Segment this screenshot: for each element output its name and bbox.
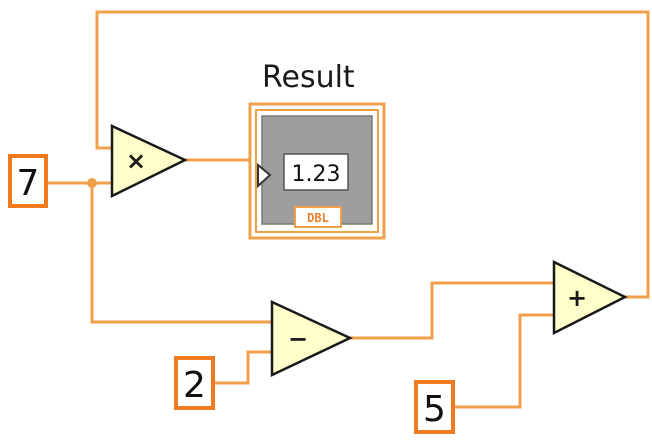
result-indicator[interactable]: 1.23 DBL [248, 102, 386, 240]
result-input-terminal-icon [257, 162, 272, 189]
multiply-symbol: × [126, 147, 146, 175]
constant-7-value: 7 [17, 163, 40, 204]
subtract-symbol: − [288, 325, 308, 353]
wire-subtract-to-add[interactable] [350, 281, 554, 340]
subtract-node[interactable]: − [270, 300, 353, 377]
add-symbol: + [567, 284, 587, 312]
add-node[interactable]: + [552, 259, 628, 336]
result-type-tag: DBL [307, 211, 329, 225]
wire-junction-to-subtract[interactable] [90, 183, 272, 324]
result-value: 1.23 [292, 162, 341, 187]
multiply-node[interactable]: × [110, 124, 188, 199]
constant-2-value: 2 [183, 365, 206, 406]
constant-5-value: 5 [423, 389, 446, 430]
wire-2-to-subtract[interactable] [213, 350, 272, 385]
wire-5-to-add[interactable] [453, 313, 554, 409]
constant-5[interactable]: 5 [414, 380, 455, 434]
wire-junction-dot [87, 178, 97, 188]
constant-7[interactable]: 7 [8, 154, 48, 208]
constant-2[interactable]: 2 [174, 356, 215, 410]
result-label: Result [262, 60, 355, 95]
wire-add-output-feedback[interactable] [95, 10, 650, 299]
wires [46, 10, 650, 409]
